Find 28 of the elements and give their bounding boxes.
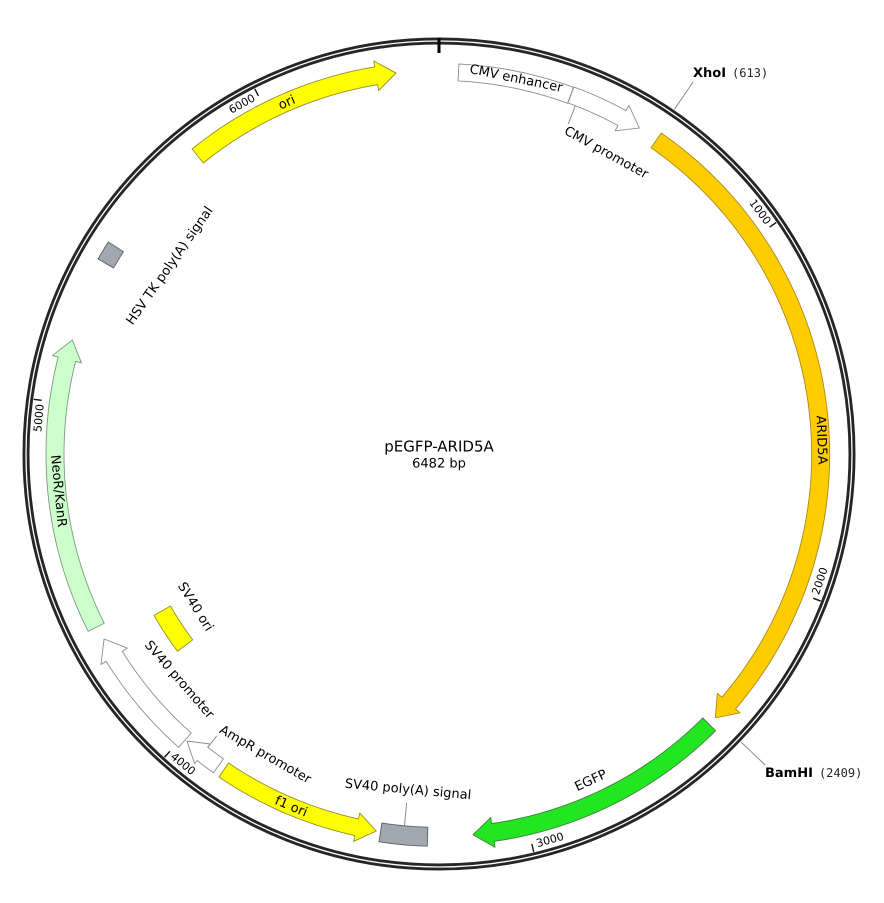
directional-feature — [45, 338, 106, 632]
leader-line — [404, 802, 408, 826]
feature-label: EGFP — [572, 766, 609, 794]
directional-feature — [191, 60, 398, 164]
site-position: (2409) — [818, 765, 862, 781]
feature-block — [96, 240, 124, 269]
restriction-site-name: BamHI — [765, 766, 813, 782]
restriction-site-name: XhoI — [693, 66, 726, 82]
feature-label: SV40 poly(A) signal — [344, 776, 472, 803]
scale-label: 2000 — [810, 566, 830, 596]
plasmid-size: 6482 bp — [412, 456, 466, 472]
feature-block — [456, 62, 574, 104]
leader-line — [740, 742, 766, 766]
scale-label: 3000 — [534, 831, 565, 850]
leader-line — [568, 105, 576, 124]
feature-label: NeoR/KanR — [46, 454, 69, 528]
scale-label: 5000 — [32, 404, 46, 433]
leader-line — [674, 82, 694, 110]
plasmid-name: pEGFP-ARID5A — [384, 438, 494, 456]
feature-label: ori — [276, 92, 298, 114]
directional-feature — [472, 716, 716, 848]
site-position: (613) — [732, 65, 768, 81]
feature-label: ARID5A — [812, 415, 830, 465]
feature-block — [378, 822, 429, 847]
directional-feature — [650, 132, 831, 718]
scale-label: 6000 — [226, 92, 257, 116]
feature-label: f1 ori — [272, 793, 310, 820]
feature-label: CMV enhancer — [468, 62, 564, 96]
